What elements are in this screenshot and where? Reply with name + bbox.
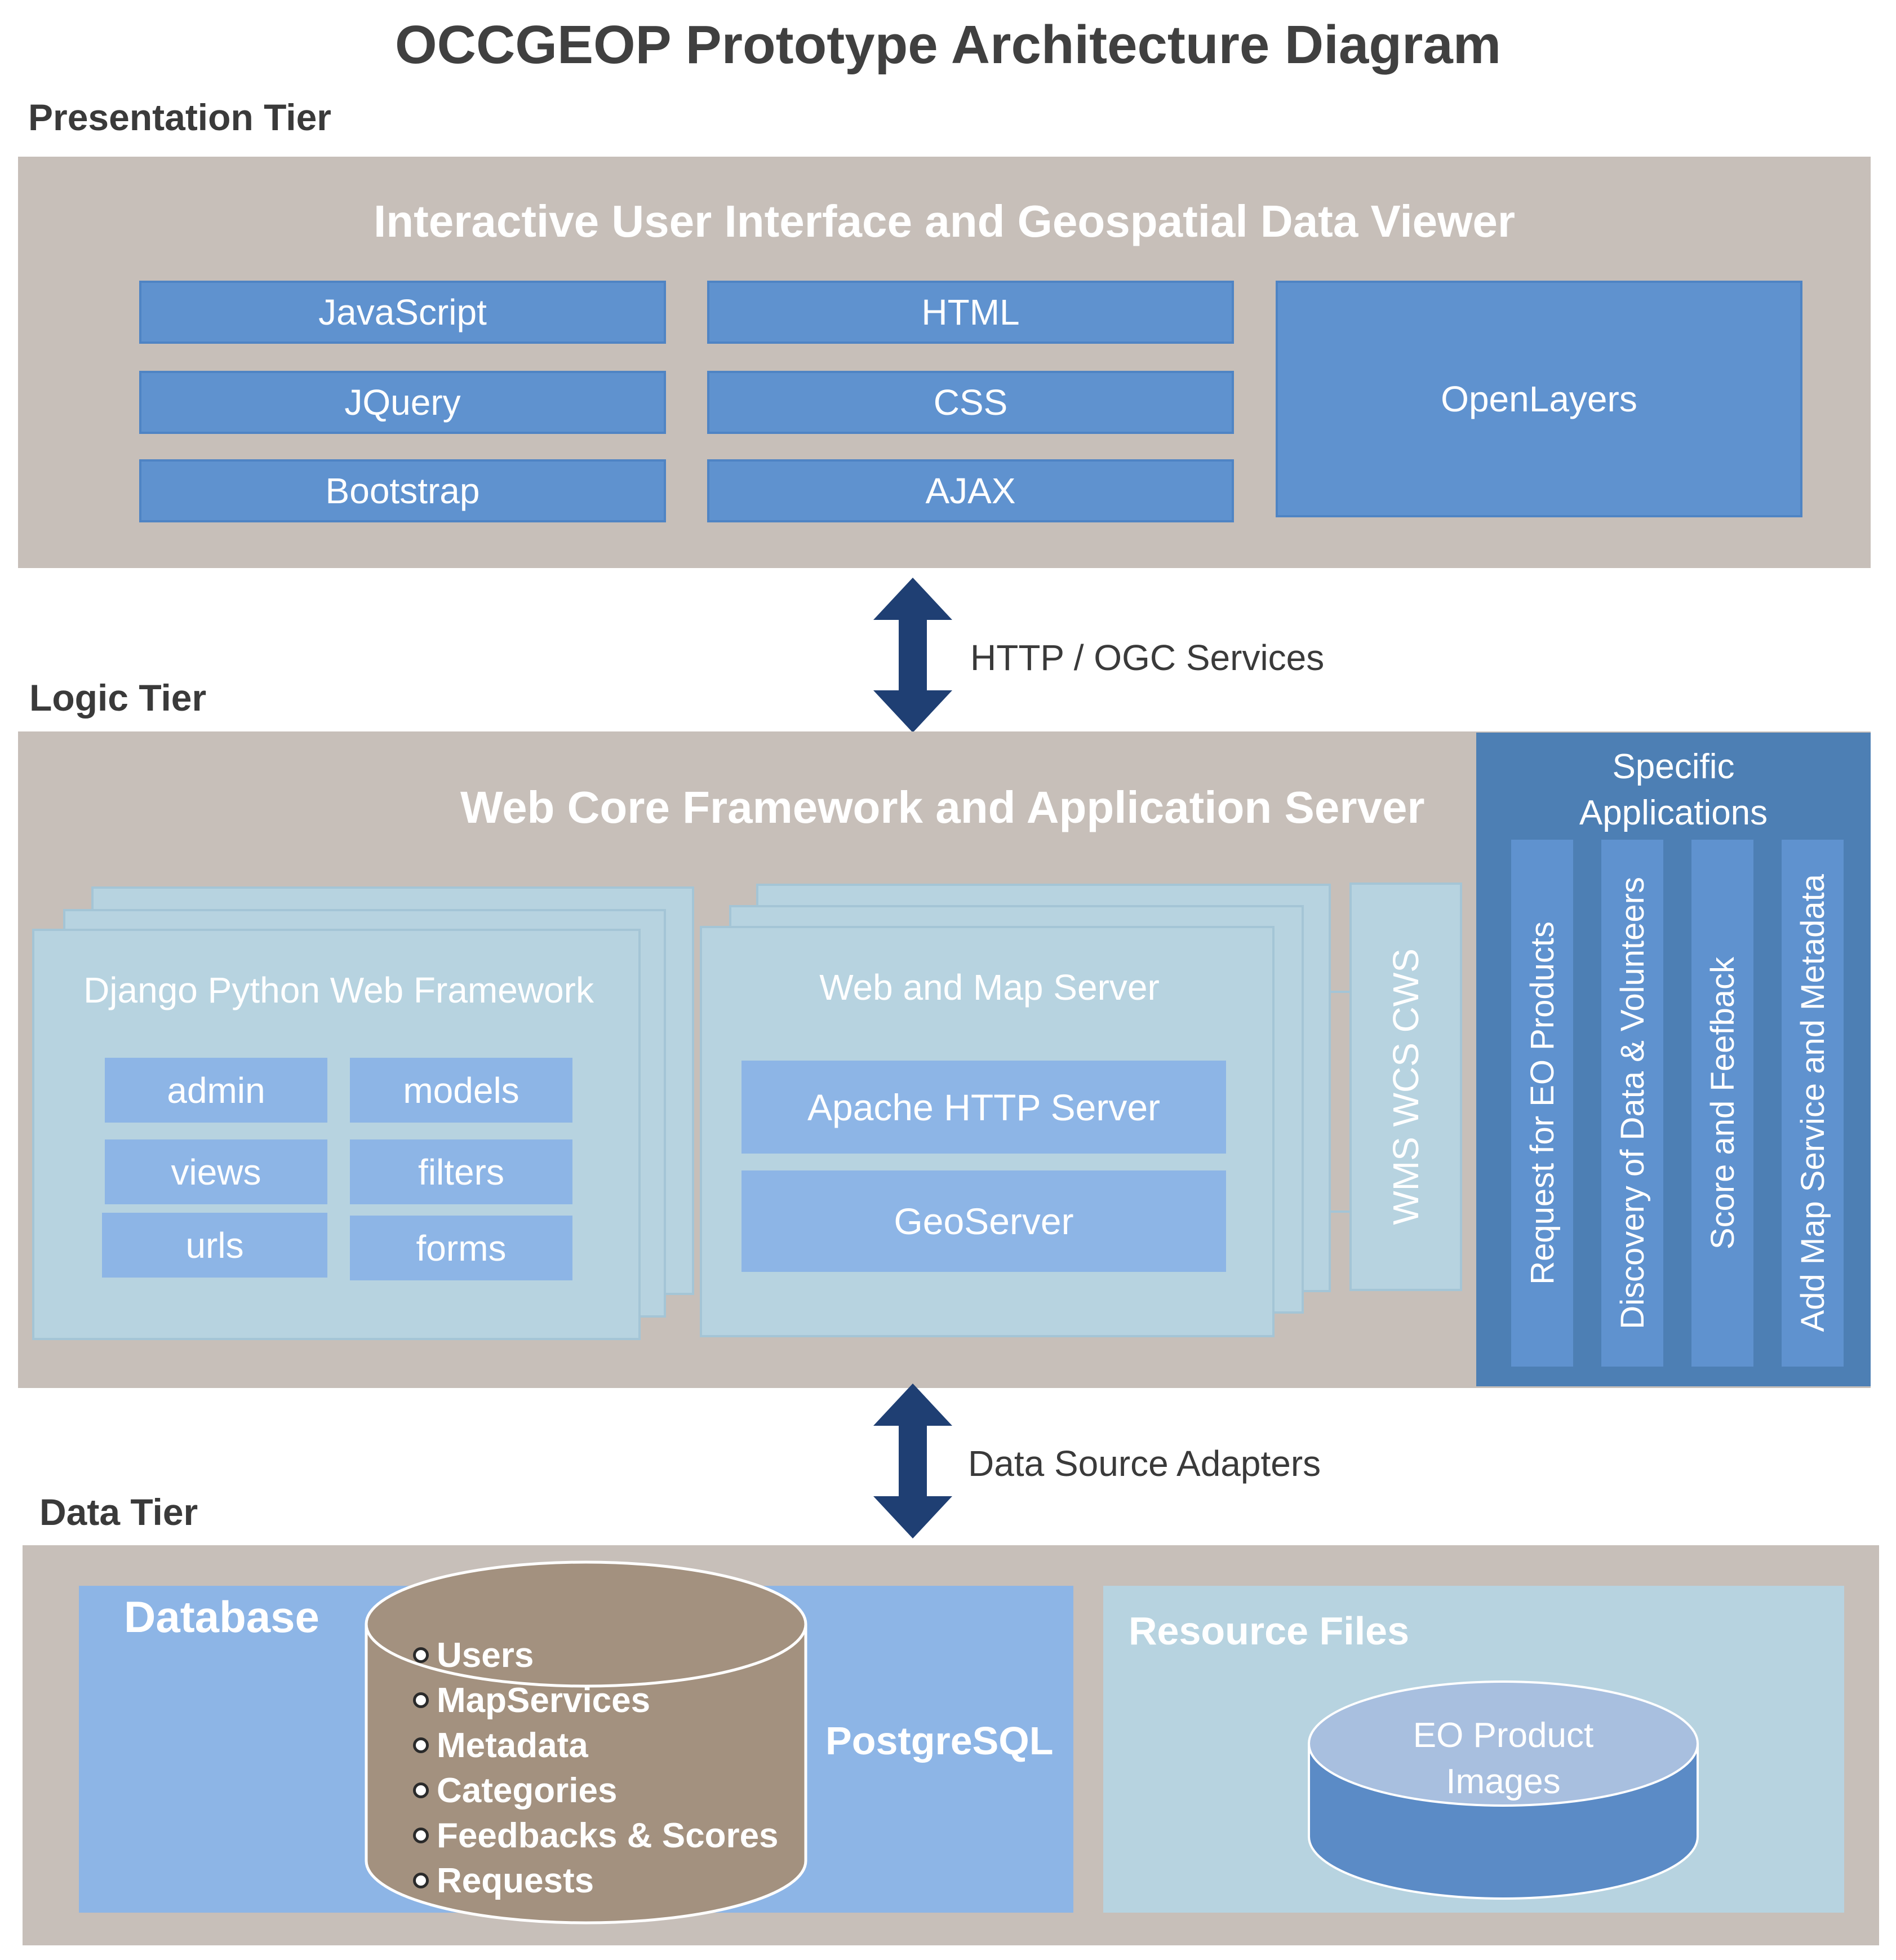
tech-jquery: JQuery <box>139 371 666 434</box>
eo-images-cylinder-icon <box>1308 1680 1699 1900</box>
connector-line <box>1331 991 1365 993</box>
app-discovery-data-volunteers: Discovery of Data & Volunteers <box>1601 840 1663 1367</box>
table-row: Feedbacks & Scores <box>413 1813 779 1858</box>
apache-http-server: Apache HTTP Server <box>741 1061 1226 1154</box>
module-views: views <box>105 1139 327 1204</box>
postgresql-label: PostgreSQL <box>825 1719 1054 1763</box>
double-arrow-icon <box>873 578 952 733</box>
app-add-map-service-metadata: Add Map Service and Metadata <box>1782 840 1844 1367</box>
app-score-feedback: Score and Feefback <box>1691 840 1753 1367</box>
table-categories: Categories <box>437 1771 618 1810</box>
tech-css: CSS <box>707 371 1234 434</box>
django-title: Django Python Web Framework <box>83 970 594 1010</box>
module-forms: forms <box>350 1216 572 1280</box>
tech-ajax: AJAX <box>707 459 1234 522</box>
module-urls: urls <box>102 1213 327 1278</box>
data-tier-label: Data Tier <box>39 1491 198 1533</box>
double-arrow-icon <box>873 1383 952 1538</box>
data-source-adapters-label: Data Source Adapters <box>968 1443 1321 1484</box>
specific-applications-title-line1: Specific <box>1612 747 1735 786</box>
eo-product-images-line1: EO Product <box>1413 1716 1594 1755</box>
connector-line <box>1331 1210 1365 1213</box>
module-models: models <box>350 1058 572 1123</box>
table-row: MapServices <box>413 1678 779 1723</box>
table-row: Categories <box>413 1768 779 1813</box>
app-request-eo-products-label: Request for EO Products <box>1524 921 1561 1285</box>
database-table-list: Users MapServices Metadata Categories Fe… <box>413 1633 779 1903</box>
table-requests: Requests <box>437 1861 594 1900</box>
bullet-icon <box>413 1873 429 1888</box>
table-row: Metadata <box>413 1723 779 1768</box>
specific-applications-title: Specific Applications <box>1476 744 1871 836</box>
module-filters: filters <box>350 1139 572 1204</box>
app-discovery-data-volunteers-label: Discovery of Data & Volunteers <box>1614 877 1651 1329</box>
webmap-frame: Web and Map Server Apache HTTP Server Ge… <box>700 926 1275 1337</box>
bullet-icon <box>413 1737 429 1753</box>
presentation-tier-label: Presentation Tier <box>28 96 331 138</box>
resource-files-panel: Resource Files EO Product Images <box>1103 1586 1844 1913</box>
ogc-services-bar: WMS WCS CWS <box>1349 883 1462 1291</box>
bullet-icon <box>413 1828 429 1843</box>
specific-applications-panel: Specific Applications Request for EO Pro… <box>1476 733 1871 1386</box>
bullet-icon <box>413 1692 429 1708</box>
app-score-feedback-label: Score and Feefback <box>1704 956 1741 1250</box>
app-request-eo-products: Request for EO Products <box>1511 840 1573 1367</box>
database-title: Database <box>124 1592 319 1642</box>
diagram-title: OCCGEOP Prototype Architecture Diagram <box>394 15 1502 75</box>
django-frame: Django Python Web Framework admin models… <box>32 929 641 1340</box>
data-tier-panel: Database PostgreSQL Users MapServices Me… <box>23 1545 1879 1945</box>
eo-product-images-line2: Images <box>1446 1762 1561 1801</box>
tech-javascript: JavaScript <box>139 281 666 344</box>
module-admin: admin <box>105 1058 327 1123</box>
tech-openlayers: OpenLayers <box>1276 281 1802 517</box>
table-row: Users <box>413 1633 779 1678</box>
tech-html: HTML <box>707 281 1234 344</box>
webmap-title: Web and Map Server <box>819 967 1160 1008</box>
table-metadata: Metadata <box>437 1726 588 1765</box>
bullet-icon <box>413 1647 429 1663</box>
logic-tier-label: Logic Tier <box>29 677 207 719</box>
table-users: Users <box>437 1635 534 1675</box>
table-feedbacks-scores: Feedbacks & Scores <box>437 1816 779 1855</box>
eo-product-images-label: EO Product Images <box>1306 1713 1700 1805</box>
presentation-tier-panel: Interactive User Interface and Geospatia… <box>18 157 1871 568</box>
bullet-icon <box>413 1782 429 1798</box>
tech-bootstrap: Bootstrap <box>139 459 666 522</box>
ogc-services-text: WMS WCS CWS <box>1386 948 1426 1225</box>
http-ogc-services-label: HTTP / OGC Services <box>970 637 1325 678</box>
table-row: Requests <box>413 1858 779 1903</box>
table-mapservices: MapServices <box>437 1680 651 1720</box>
specific-applications-title-line2: Applications <box>1579 793 1768 832</box>
resource-files-title: Resource Files <box>1129 1609 1409 1653</box>
logic-tier-header: Web Core Framework and Application Serve… <box>460 782 1425 832</box>
app-add-map-service-metadata-label: Add Map Service and Metadata <box>1794 874 1831 1332</box>
presentation-tier-header: Interactive User Interface and Geospatia… <box>373 196 1516 246</box>
geoserver: GeoServer <box>741 1170 1226 1272</box>
database-cylinder-icon <box>365 1560 807 1924</box>
